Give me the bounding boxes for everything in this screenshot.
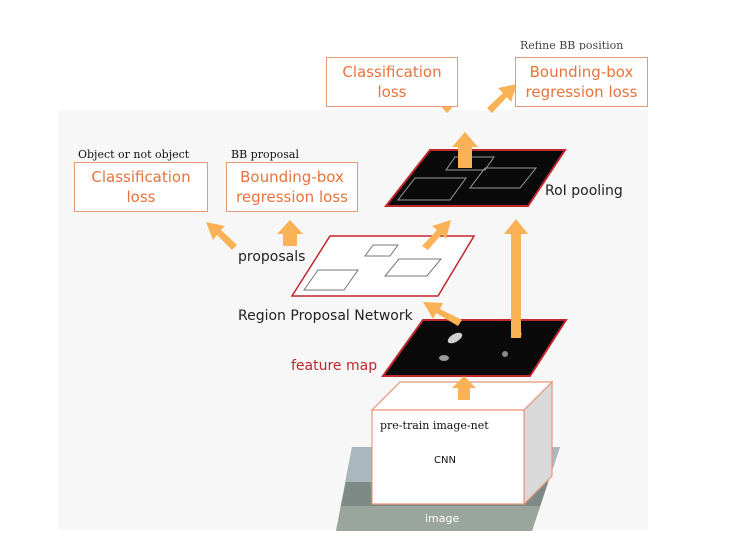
cnn-box bbox=[370, 380, 554, 506]
left-classification-line1: Classification bbox=[91, 168, 191, 186]
cnn-label: CNN bbox=[434, 455, 456, 466]
feature-map-label: feature map bbox=[291, 358, 378, 374]
top-cut-label: Refine BB position bbox=[520, 41, 624, 50]
feature-map-plane bbox=[381, 319, 568, 377]
arrow-cnn-to-feature bbox=[452, 376, 476, 400]
arrow-feature-to-roi bbox=[504, 219, 528, 338]
bb-proposal-label: BB proposal bbox=[231, 148, 299, 161]
left-bbox-loss-box: Bounding-box regression loss bbox=[226, 162, 358, 212]
top-classification-loss-box: Classification loss bbox=[326, 57, 458, 107]
arrow-feature-to-proposals bbox=[423, 302, 462, 326]
roi-pooling-plane bbox=[383, 149, 567, 207]
pretrain-label: pre-train image-net bbox=[380, 419, 489, 432]
top-classification-line2: loss bbox=[377, 83, 407, 101]
roi-pooling-label: RoI pooling bbox=[545, 183, 623, 199]
rpn-label: Region Proposal Network bbox=[238, 308, 413, 324]
arrow-to-top-bbox bbox=[487, 84, 517, 113]
arrow-to-left-bbox bbox=[277, 220, 303, 246]
left-classification-line2: loss bbox=[126, 188, 156, 206]
proposals-label: proposals bbox=[238, 249, 306, 265]
left-classification-loss-box: Classification loss bbox=[74, 162, 208, 212]
top-bbox-line2: regression loss bbox=[525, 83, 638, 101]
top-bbox-line1: Bounding-box bbox=[529, 63, 634, 81]
arrow-to-left-classification bbox=[206, 222, 237, 250]
top-bbox-loss-box: Bounding-box regression loss bbox=[515, 57, 648, 107]
object-or-not-label: Object or not object bbox=[78, 148, 190, 161]
image-label: image bbox=[425, 512, 460, 525]
left-bbox-line1: Bounding-box bbox=[240, 168, 344, 186]
arrow-roi-up bbox=[452, 132, 478, 168]
left-bbox-line2: regression loss bbox=[236, 188, 348, 206]
top-classification-line1: Classification bbox=[342, 63, 442, 81]
arrow-proposals-to-roi bbox=[422, 220, 451, 250]
proposals-plane bbox=[290, 235, 476, 297]
